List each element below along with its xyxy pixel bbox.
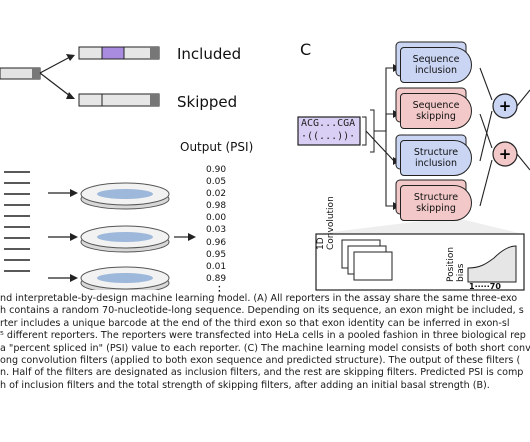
caption-line: nd interpretable-by-design machine learn… (0, 293, 518, 304)
caption-line: ong convolution filters (applied to both… (0, 355, 521, 367)
psi-value: 0.90 (206, 165, 227, 175)
caption-line: rter includes a unique barcode at the en… (0, 317, 510, 329)
output-psi-label: Output (PSI) (180, 140, 254, 154)
input-sequence-box (297, 116, 361, 146)
panel-a-graphics (0, 46, 196, 290)
filter-label: inclusion (415, 158, 457, 169)
panel-c-letter: C (300, 40, 312, 59)
psi-value: 0.05 (206, 177, 227, 188)
caption-line: ⁵ different reporters. The reporters wer… (0, 330, 526, 342)
plus-node-inclusion: + (492, 93, 518, 119)
conv-label-line: Convolution (326, 196, 336, 250)
psi-value: 0.96 (206, 237, 227, 248)
skipped-label: Skipped (177, 93, 238, 111)
plus-node-skipping: + (492, 141, 518, 167)
position-bias-plot (467, 245, 517, 283)
pos-label-line: Position (446, 246, 456, 282)
petri-dish-2 (80, 225, 170, 253)
conv-label-line: 1D (316, 237, 326, 250)
svg-text:+: + (499, 145, 512, 163)
reporter-library (4, 171, 30, 272)
reporter-input (0, 67, 41, 80)
arrow-head-included (66, 54, 75, 61)
filter-label: Structure (413, 192, 459, 203)
caption-line: n. Half of the filters are designated as… (0, 367, 524, 379)
psi-value: 0.89 (206, 273, 227, 284)
arrows-to-dishes (48, 192, 72, 279)
psi-value: 0.95 (206, 249, 227, 260)
input-structure-text: ·((...))· (301, 131, 356, 142)
psi-value: 0.98 (206, 201, 227, 212)
conv-layer-stack (341, 239, 393, 281)
skipped-transcript (78, 93, 160, 107)
caption-line: a "percent spliced in" (PSI) value to ea… (0, 342, 530, 354)
filter-label: Structure (413, 147, 459, 158)
psi-ellipsis: ⋮ (213, 283, 226, 299)
input-connectors (365, 67, 395, 207)
psi-value: 0.01 (206, 261, 227, 272)
filter-label: inclusion (415, 65, 457, 76)
caption-line: h contains a random 70-nucleotide-long s… (0, 305, 524, 317)
filter-to-sum-connectors (479, 67, 530, 207)
filter-label: skipping (416, 203, 456, 214)
filter-label: Sequence (412, 54, 460, 65)
pos-label-line: bias (456, 263, 466, 282)
psi-value: 0.02 (206, 189, 227, 200)
psi-value: 0.03 (206, 225, 227, 236)
petri-dish-1 (80, 182, 170, 210)
included-transcript (78, 46, 160, 60)
branch-arrows (39, 56, 71, 97)
filter-label: Sequence (412, 100, 460, 111)
filter-label: skipping (416, 111, 456, 122)
psi-value: 0.00 (206, 213, 227, 224)
petri-dish-3 (80, 266, 170, 290)
psi-values-list: 0.90 0.05 0.02 0.98 0.00 0.03 0.96 0.95 … (206, 164, 246, 299)
input-sequence-text: ACG...CGA (301, 118, 356, 129)
position-bias-label: Position bias (446, 247, 466, 282)
svg-text:+: + (499, 97, 512, 115)
included-label: Included (177, 45, 242, 63)
arrow-head-skipped (66, 92, 75, 99)
position-axis-label: 1·····70 (469, 282, 501, 291)
conv-label: 1D Convolution (316, 196, 336, 250)
figure-caption: nd interpretable-by-design machine learn… (0, 293, 530, 392)
caption-line: h of inclusion filters and the total str… (0, 379, 490, 391)
